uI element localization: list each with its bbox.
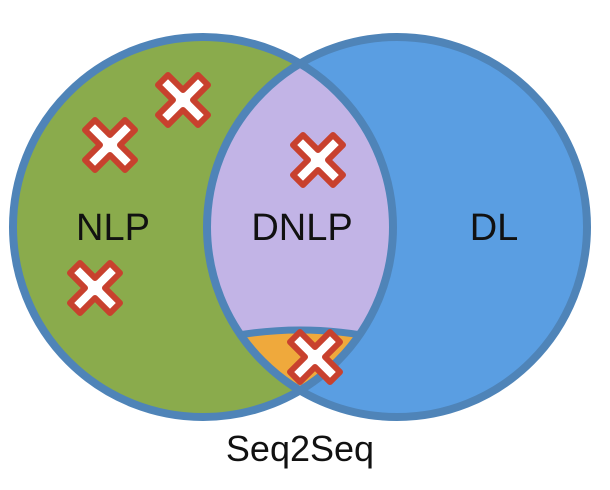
nlp-label: NLP — [76, 207, 150, 249]
dnlp-label: DNLP — [251, 207, 352, 249]
dl-outline — [203, 33, 591, 421]
seq2seq-label: Seq2Seq — [226, 428, 374, 469]
dnlp-overlap — [207, 37, 393, 417]
dl-label: DL — [470, 207, 519, 249]
nlp-outline — [9, 33, 397, 421]
